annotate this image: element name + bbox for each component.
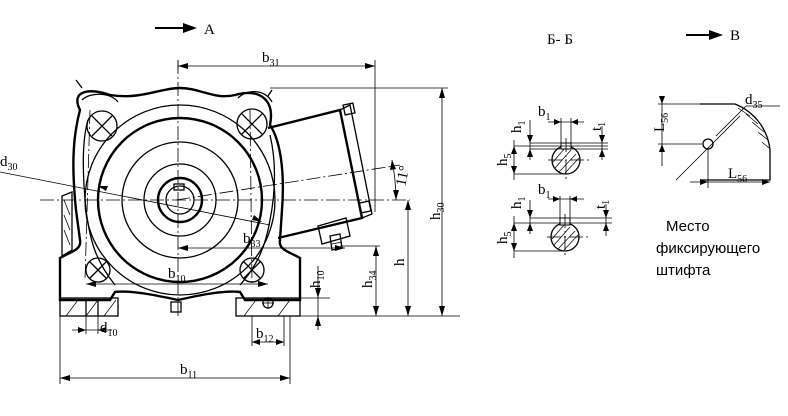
dim-L56-horizontal-label: L56 (728, 166, 747, 185)
dim-b12-label: b12 (256, 326, 274, 345)
dim-h5-a-label: h5 (495, 154, 514, 167)
dim-h (405, 200, 411, 316)
dim-h-label: h (392, 258, 408, 266)
dim-h10 (315, 266, 321, 330)
note-line-1: Место (666, 218, 710, 235)
angle-label: 11° (393, 164, 413, 187)
view-a-label: А (204, 22, 215, 38)
dim-d10-label: d10 (100, 320, 118, 339)
dim-t1-a-label: t1 (589, 122, 608, 131)
dim-b10-label: b10 (168, 266, 186, 285)
dim-h30-label: h30 (428, 203, 447, 221)
view-v-label: В (730, 28, 740, 44)
dim-h1-b-label: h1 (509, 197, 528, 210)
view-v-arrow (686, 30, 723, 40)
note-line-3: штифта (656, 262, 711, 279)
center-lines (40, 60, 410, 318)
dim-b33-label: b33 (243, 231, 261, 250)
dim-h5-b-label: h5 (495, 232, 514, 245)
shaft-section-lower (511, 196, 612, 258)
dim-h10-label: h10 (308, 271, 327, 289)
dim-b31-label: b31 (262, 50, 280, 69)
dim-L56-vertical-label: L56 (652, 113, 671, 132)
dim-t1-b-label: t1 (593, 200, 612, 209)
dim-b12 (251, 316, 285, 346)
dim-b10 (86, 281, 268, 287)
terminal-box (267, 102, 373, 251)
note-line-2: фиксирующего (656, 240, 760, 257)
dim-b11 (59, 316, 291, 384)
dim-d30 (0, 171, 271, 226)
dim-h1-a-label: h1 (509, 121, 528, 134)
dim-b1-b-label: b1 (538, 182, 551, 201)
dim-b1-a-label: b1 (538, 104, 551, 123)
gearbox-front-view (58, 79, 302, 317)
view-a-arrow (155, 23, 197, 33)
section-bb-title: Б- Б (547, 32, 573, 48)
dim-angle (390, 159, 399, 201)
dim-b33 (178, 245, 345, 251)
dim-h34 (340, 245, 380, 316)
shaft-section-upper (511, 118, 608, 182)
dim-d10 (72, 316, 112, 334)
dim-h30 (270, 87, 448, 316)
dim-h34-label: h34 (360, 271, 379, 289)
dim-d30-label: d30 (0, 154, 18, 173)
dim-d35-label: d35 (745, 92, 763, 111)
dim-b11-label: b11 (180, 362, 197, 381)
dim-b31 (177, 60, 376, 212)
pin-location-view (658, 96, 780, 188)
